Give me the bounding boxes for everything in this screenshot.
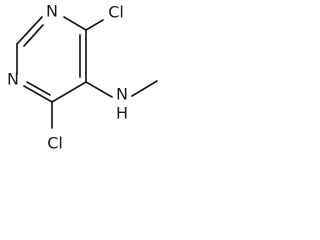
bond-c4-cl	[85, 19, 104, 31]
atom-cl-top: Cl	[108, 3, 124, 22]
bond-c6-n1-inner	[26, 81, 51, 96]
bond-n-methyl	[131, 80, 158, 97]
bond-c2-n3	[16, 16, 43, 45]
bond-c6-n1	[23, 85, 53, 103]
atom-n-top: N	[46, 2, 58, 21]
bond-n3-c4	[63, 16, 87, 31]
atom-cl-bottom: Cl	[47, 134, 63, 153]
structure-diagram: N N Cl Cl N H	[7, 2, 158, 153]
bond-c2-n3-inner	[23, 24, 44, 47]
pyrimidine-ring	[16, 16, 87, 103]
substituents	[51, 19, 158, 129]
atom-amine-n: N	[116, 85, 128, 104]
atom-amine-h: H	[116, 104, 128, 123]
bond-c5-n	[85, 81, 113, 98]
bond-c5-c6	[51, 81, 87, 103]
atom-labels: N N Cl Cl N H	[7, 2, 128, 153]
atom-n-left: N	[7, 70, 19, 89]
